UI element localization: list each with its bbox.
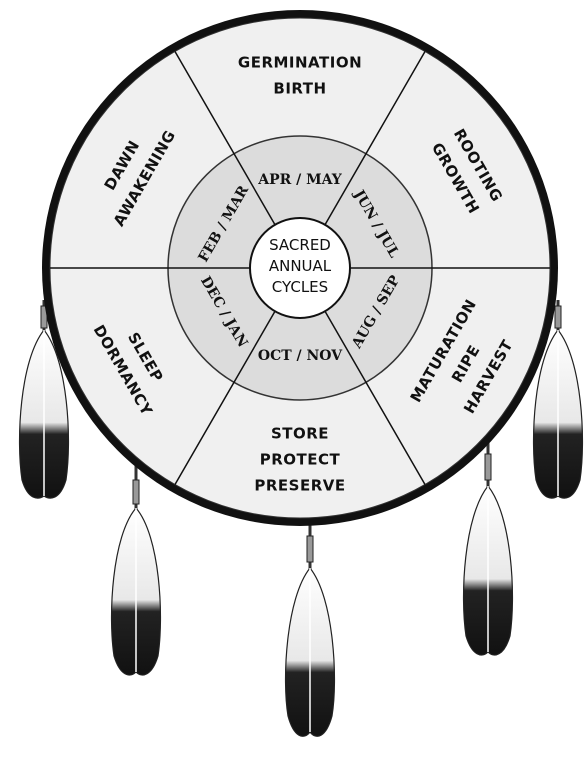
center-title: SACRED ANNUAL CYCLES bbox=[269, 236, 332, 296]
center-line-1: SACRED bbox=[269, 236, 331, 254]
season-line: GERMINATION bbox=[238, 54, 362, 72]
month-label: APR / MAY bbox=[257, 172, 343, 188]
eagle-feather-icon bbox=[464, 440, 513, 655]
season-line: STORE bbox=[271, 425, 329, 443]
season-line: PRESERVE bbox=[254, 477, 345, 495]
center-line-3: CYCLES bbox=[272, 278, 328, 296]
season-line: BIRTH bbox=[273, 80, 326, 98]
eagle-feather-icon bbox=[112, 466, 161, 675]
season-line: PROTECT bbox=[260, 451, 341, 469]
eagle-feather-icon bbox=[286, 520, 335, 736]
center-line-2: ANNUAL bbox=[269, 257, 332, 275]
month-label: OCT / NOV bbox=[258, 348, 343, 364]
